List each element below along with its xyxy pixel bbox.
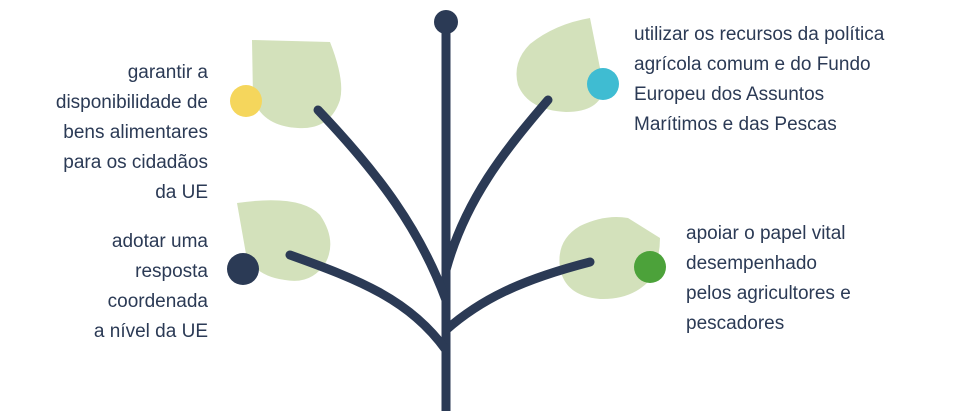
leaf-bottom-right	[559, 217, 660, 300]
label-bottom-left: adotar uma resposta coordenada a nível d…	[93, 231, 208, 342]
trunk-and-branches	[285, 19, 595, 411]
dot-bottom-right	[634, 251, 666, 283]
leaf-top-right	[516, 18, 604, 112]
branch-bottom-right	[441, 257, 595, 335]
branch-bottom-left	[285, 250, 451, 355]
branch-top-left	[313, 105, 451, 305]
label-top-left: garantir a disponibilidade de bens alime…	[55, 62, 208, 203]
dot-bottom-left	[227, 253, 259, 285]
dot-top-right	[587, 68, 619, 100]
label-bottom-right: apoiar o papel vital desempenhado pelos …	[686, 223, 851, 334]
dot-top-left	[230, 85, 262, 117]
top-dot	[434, 10, 458, 34]
branch-top-right	[441, 95, 553, 275]
label-top-right: utilizar os recursos da política agrícol…	[634, 24, 885, 135]
